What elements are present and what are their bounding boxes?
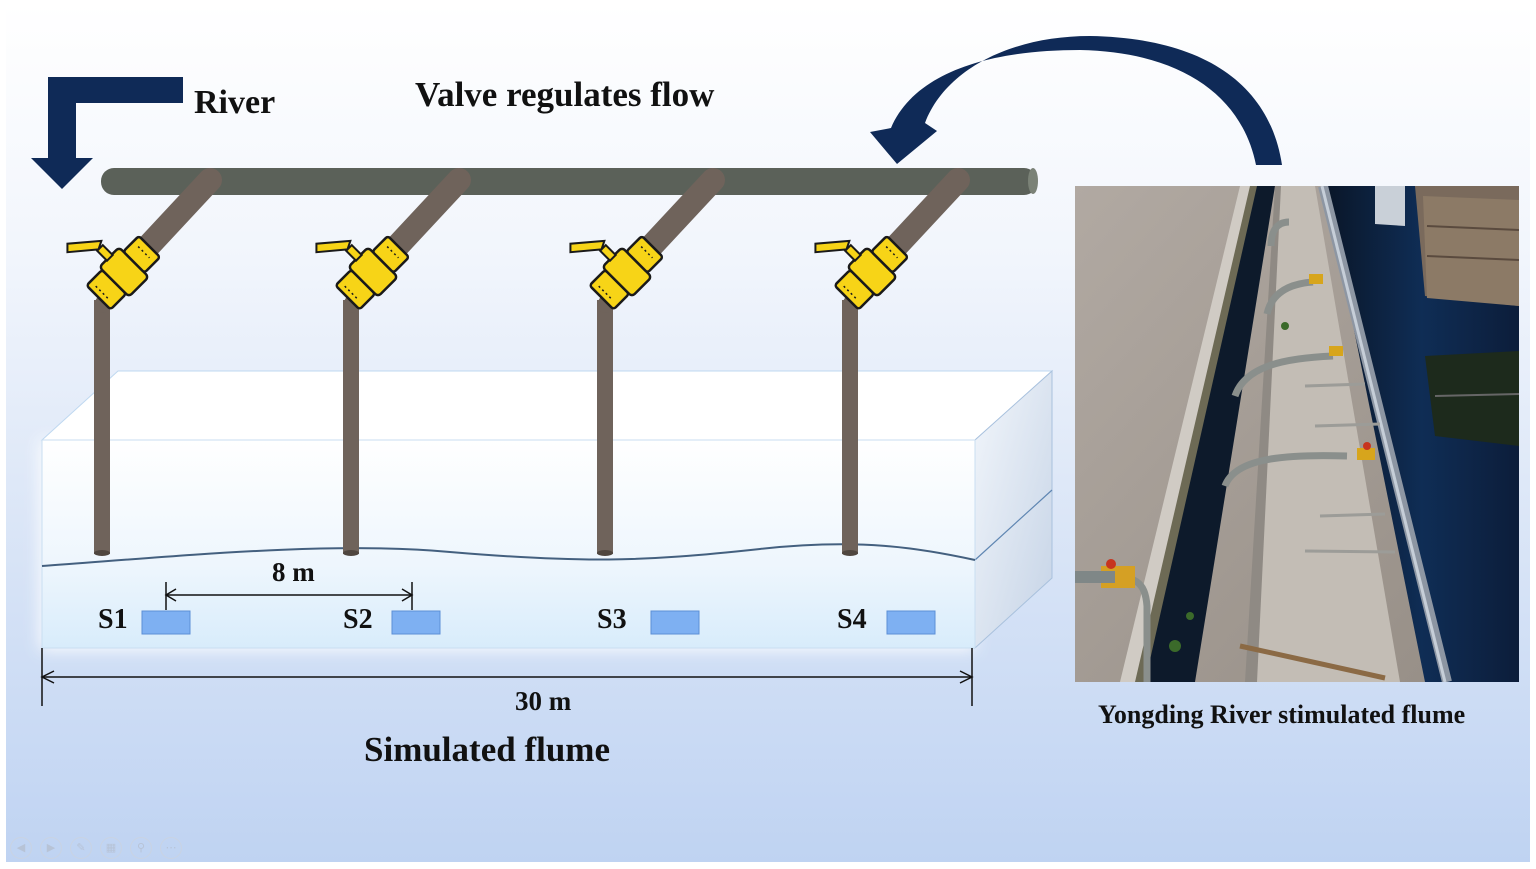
sensor-box-s4 <box>886 610 936 635</box>
valve-icon <box>569 235 664 310</box>
river-arrow <box>31 77 183 189</box>
branch-4 <box>814 168 970 556</box>
valve-icon <box>315 235 410 310</box>
site-label-s4: S4 <box>837 604 867 635</box>
sensor-sites <box>141 610 936 635</box>
pen-icon[interactable]: ✎ <box>70 837 92 859</box>
site-label-s2: S2 <box>343 604 373 635</box>
drop-pipe <box>597 300 613 554</box>
branch-3 <box>569 168 725 556</box>
flume-photo <box>1075 186 1519 682</box>
sensor-box-s2 <box>391 610 441 635</box>
river-label: River <box>194 84 276 121</box>
drop-pipe <box>842 300 858 554</box>
drop-pipe <box>94 300 110 554</box>
dimension-8m <box>164 582 414 610</box>
slides-icon[interactable]: ▦ <box>100 837 122 859</box>
simulated-flume-tank <box>40 369 1054 650</box>
photo-caption: Yongding River stimulated flume <box>1098 700 1466 729</box>
water-surface <box>41 543 976 567</box>
more-icon[interactable]: ⋯ <box>160 837 182 859</box>
next-icon[interactable]: ▶ <box>40 837 62 859</box>
valve-title: Valve regulates flow <box>415 75 715 114</box>
drop-pipe <box>343 300 359 554</box>
valve-icon <box>814 235 909 310</box>
branch-2 <box>315 168 471 556</box>
site-label-s3: S3 <box>597 604 627 635</box>
sensor-box-s1 <box>141 610 191 635</box>
site-label-s1: S1 <box>98 604 128 635</box>
branch-1 <box>66 168 222 556</box>
main-pipe <box>101 168 1038 195</box>
dimension-30m <box>40 648 974 706</box>
branch-pipes <box>66 168 970 556</box>
valve-icon <box>66 235 161 310</box>
sensor-box-s3 <box>650 610 700 635</box>
curved-arrow <box>870 36 1282 165</box>
tank-top <box>40 370 1054 441</box>
distance-30m-label: 30 m <box>515 686 572 716</box>
distance-8m-label: 8 m <box>272 557 315 587</box>
zoom-icon[interactable]: ⚲ <box>130 837 152 859</box>
prev-icon[interactable]: ◀ <box>10 837 32 859</box>
flume-title: Simulated flume <box>364 730 610 769</box>
